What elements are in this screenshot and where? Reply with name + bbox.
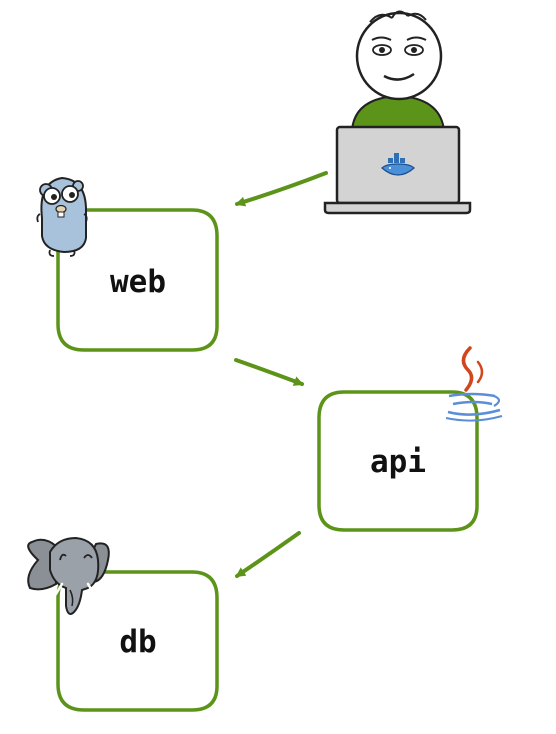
api-box — [317, 390, 479, 532]
arrow-user-to-web — [235, 171, 328, 207]
arrow-web-to-api — [234, 358, 304, 386]
api-label: api — [370, 444, 426, 480]
edges — [234, 171, 328, 578]
node-db: db — [27, 536, 219, 712]
docker-whale-icon — [381, 153, 415, 176]
postgres-elephant-icon — [27, 536, 110, 615]
laptop-base — [323, 201, 472, 215]
java-icon — [445, 346, 503, 422]
node-api: api — [317, 346, 503, 532]
gopher-icon — [36, 176, 88, 257]
user-with-laptop-icon — [323, 10, 472, 215]
user-shirt — [350, 94, 446, 131]
db-label: db — [119, 624, 156, 660]
user-head — [355, 11, 443, 101]
node-web: web — [36, 176, 219, 352]
arrow-api-to-db — [235, 531, 301, 578]
web-label: web — [110, 264, 166, 300]
